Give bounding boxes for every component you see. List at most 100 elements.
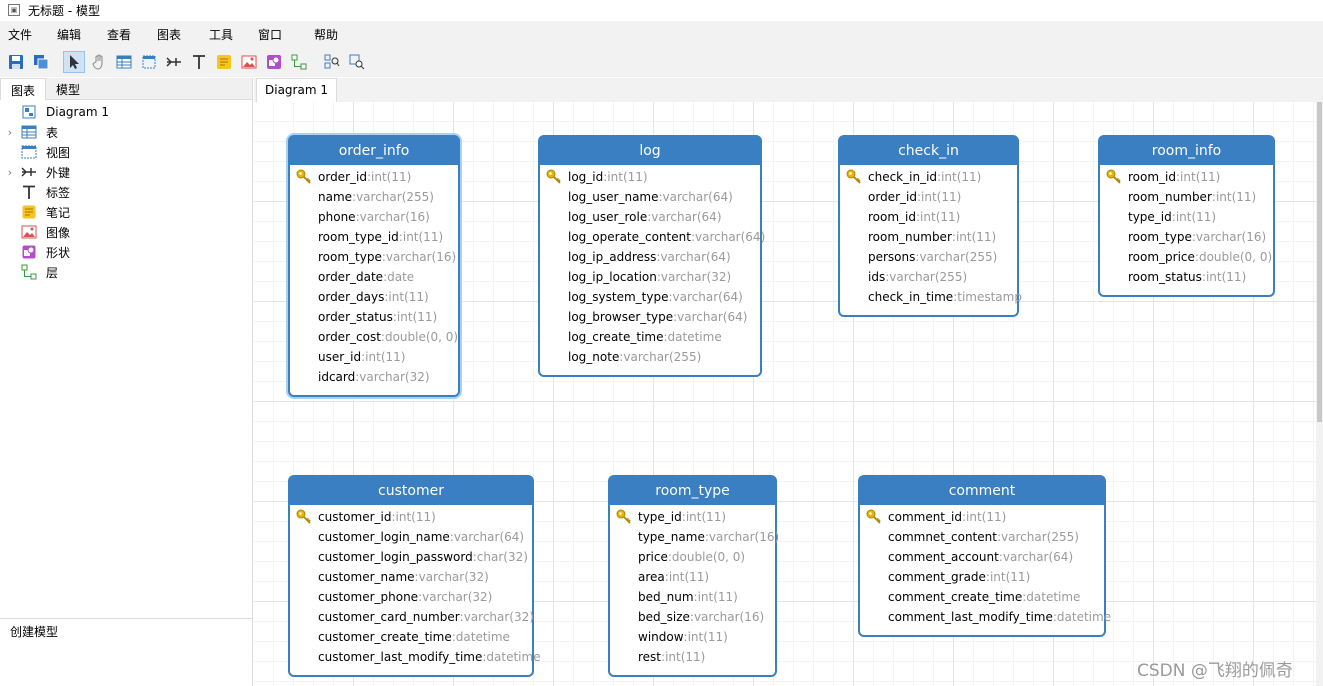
save-as-icon[interactable] [30, 51, 52, 73]
field-row[interactable]: price: double(0, 0) [610, 547, 775, 567]
tree-item-foreign-keys[interactable]: › 外键 [0, 162, 252, 182]
field-row[interactable]: order_id: int(11) [290, 167, 458, 187]
field-row[interactable]: customer_create_time: datetime [290, 627, 532, 647]
field-row[interactable]: room_number: int(11) [840, 227, 1017, 247]
field-row[interactable]: order_cost: double(0, 0) [290, 327, 458, 347]
field-row[interactable]: bed_num: int(11) [610, 587, 775, 607]
field-row[interactable]: order_status: int(11) [290, 307, 458, 327]
field-row[interactable]: room_type: varchar(16) [1100, 227, 1273, 247]
save-icon[interactable] [5, 51, 27, 73]
field-row[interactable]: customer_login_name: varchar(64) [290, 527, 532, 547]
field-row[interactable]: commnet_content: varchar(255) [860, 527, 1104, 547]
menu-tools[interactable]: 工具 [209, 27, 234, 42]
menu-diagram[interactable]: 图表 [157, 27, 182, 42]
hand-icon[interactable] [88, 51, 110, 73]
field-row[interactable]: check_in_id: int(11) [840, 167, 1017, 187]
field-row[interactable]: type_name: varchar(16) [610, 527, 779, 547]
tree-item-layers[interactable]: 层 [0, 262, 252, 282]
table-tool-icon[interactable] [113, 51, 135, 73]
field-row[interactable]: log_ip_address: varchar(64) [540, 247, 760, 267]
menu-edit[interactable]: 编辑 [57, 27, 82, 42]
note-tool-icon[interactable] [213, 51, 235, 73]
field-row[interactable]: log_browser_type: varchar(64) [540, 307, 760, 327]
field-row[interactable]: area: int(11) [610, 567, 775, 587]
field-row[interactable]: user_id: int(11) [290, 347, 458, 367]
field-row[interactable]: customer_phone: varchar(32) [290, 587, 532, 607]
field-row[interactable]: customer_login_password: char(32) [290, 547, 532, 567]
field-row[interactable]: idcard: varchar(32) [290, 367, 458, 387]
field-row[interactable]: customer_id: int(11) [290, 507, 532, 527]
field-row[interactable]: room_status: int(11) [1100, 267, 1273, 287]
field-row[interactable]: phone: varchar(16) [290, 207, 458, 227]
tree-item-tables[interactable]: › 表 [0, 122, 252, 142]
field-row[interactable]: room_type: varchar(16) [290, 247, 458, 267]
menu-help[interactable]: 帮助 [314, 27, 339, 42]
menu-view[interactable]: 查看 [107, 27, 132, 42]
chevron-right-icon[interactable]: › [7, 125, 13, 139]
field-row[interactable]: log_user_role: varchar(64) [540, 207, 760, 227]
vertical-scrollbar[interactable] [1316, 102, 1323, 686]
zoom-selection-icon[interactable] [346, 51, 368, 73]
field-row[interactable]: order_days: int(11) [290, 287, 458, 307]
tab-model[interactable]: 模型 [56, 83, 81, 97]
field-row[interactable]: log_system_type: varchar(64) [540, 287, 760, 307]
field-row[interactable]: room_number: int(11) [1100, 187, 1273, 207]
image-tool-icon[interactable] [238, 51, 260, 73]
tree-item-views[interactable]: 视图 [0, 142, 252, 162]
field-row[interactable]: room_type_id: int(11) [290, 227, 458, 247]
tree-item-diagram[interactable]: Diagram 1 [0, 102, 252, 122]
field-row[interactable]: log_id: int(11) [540, 167, 760, 187]
foreign-key-tool-icon[interactable] [163, 51, 185, 73]
field-row[interactable]: log_note: varchar(255) [540, 347, 760, 367]
tree-item-images[interactable]: 图像 [0, 222, 252, 242]
field-row[interactable]: name: varchar(255) [290, 187, 458, 207]
label-tool-icon[interactable] [188, 51, 210, 73]
field-row[interactable]: customer_card_number: varchar(32) [290, 607, 534, 627]
menu-window[interactable]: 窗口 [258, 27, 283, 42]
field-row[interactable]: comment_last_modify_time: datetime [860, 607, 1111, 627]
field-row[interactable]: log_operate_content: varchar(64) [540, 227, 765, 247]
scrollbar-thumb[interactable] [1317, 102, 1322, 422]
field-row[interactable]: comment_account: varchar(64) [860, 547, 1104, 567]
field-row[interactable]: check_in_time: timestamp [840, 287, 1022, 307]
tab-diagram[interactable]: 图表 [0, 78, 47, 100]
field-row[interactable]: log_user_name: varchar(64) [540, 187, 760, 207]
pointer-icon[interactable] [63, 51, 85, 73]
field-row[interactable]: order_date: date [290, 267, 458, 287]
field-row[interactable]: comment_grade: int(11) [860, 567, 1104, 587]
field-row[interactable]: rest: int(11) [610, 647, 775, 667]
field-row[interactable]: order_id: int(11) [840, 187, 1017, 207]
layer-tool-icon[interactable] [288, 51, 310, 73]
chevron-right-icon[interactable]: › [7, 165, 13, 179]
tree-item-notes[interactable]: 笔记 [0, 202, 252, 222]
field-row[interactable]: log_ip_location: varchar(32) [540, 267, 760, 287]
menu-file[interactable]: 文件 [8, 27, 33, 42]
field-row[interactable]: log_create_time: datetime [540, 327, 760, 347]
field-row[interactable]: room_price: double(0, 0) [1100, 247, 1273, 267]
field-row[interactable]: room_id: int(11) [1100, 167, 1273, 187]
field-row[interactable]: comment_create_time: datetime [860, 587, 1104, 607]
tree-item-labels[interactable]: 标签 [0, 182, 252, 202]
field-row[interactable]: persons: varchar(255) [840, 247, 1017, 267]
field-row[interactable]: type_id: int(11) [1100, 207, 1273, 227]
zoom-fit-icon[interactable] [321, 51, 343, 73]
tree-item-shapes[interactable]: 形状 [0, 242, 252, 262]
field-row[interactable]: customer_last_modify_time: datetime [290, 647, 541, 667]
field-row[interactable]: customer_name: varchar(32) [290, 567, 532, 587]
field-row[interactable]: room_id: int(11) [840, 207, 1017, 227]
field-row[interactable]: type_id: int(11) [610, 507, 775, 527]
field-row[interactable]: window: int(11) [610, 627, 775, 647]
tab-diagram-1[interactable]: Diagram 1 [256, 78, 337, 102]
field-row[interactable]: comment_id: int(11) [860, 507, 1104, 527]
field-row[interactable]: ids: varchar(255) [840, 267, 1017, 287]
field-row[interactable]: bed_size: varchar(16) [610, 607, 775, 627]
shape-tool-icon[interactable] [263, 51, 285, 73]
